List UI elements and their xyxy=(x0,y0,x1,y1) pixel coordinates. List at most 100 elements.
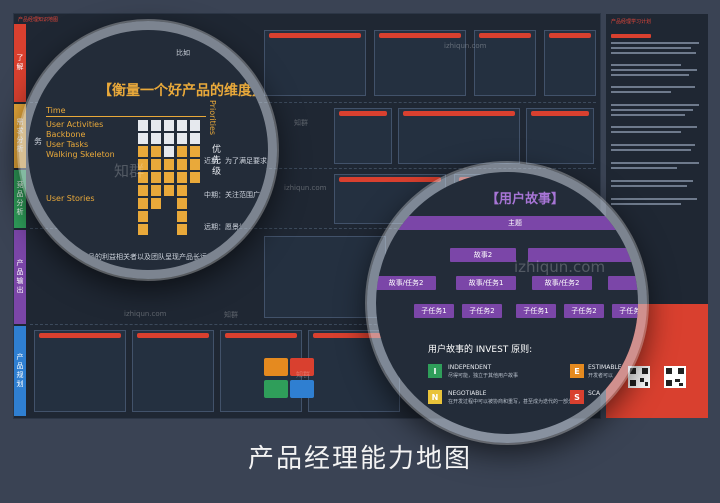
side-label: 务 xyxy=(34,137,42,146)
sidebar-text-line xyxy=(611,198,697,200)
sidebar-text-line xyxy=(611,91,671,93)
subtask-box: 子任务2 xyxy=(462,304,502,318)
sidebar-text-line xyxy=(611,162,699,164)
story-card xyxy=(138,159,148,170)
axis-level-3: 级 xyxy=(212,167,222,177)
invest-name-s: SCA xyxy=(588,390,601,397)
lens-bottom-text: 给产品的利益相关者以及团队呈现产品长远发展的构思，便于 xyxy=(74,253,263,261)
content-tile xyxy=(264,30,366,96)
task-box: 故事/任务1 xyxy=(456,276,516,290)
story-card xyxy=(164,133,174,144)
page-caption: 产品经理能力地图 xyxy=(247,444,472,474)
watermark: 知群 xyxy=(296,371,310,379)
label-backbone: Backbone xyxy=(46,130,86,139)
story-card xyxy=(138,211,148,222)
story-card xyxy=(151,133,161,144)
story-card xyxy=(177,120,187,131)
lane-divider xyxy=(30,324,596,325)
sidebar-text-line xyxy=(611,64,681,66)
content-tile xyxy=(34,330,126,412)
color-block xyxy=(290,358,314,376)
color-block xyxy=(264,358,288,376)
label-user-stories: User Stories xyxy=(46,194,95,203)
story-card xyxy=(138,224,148,235)
story-card xyxy=(177,172,187,183)
magnifier-lens-product-dimensions: 【衡量一个好产品的维度】 比如 Priorities 优 先 级 Time 务 … xyxy=(28,30,268,270)
sidebar-text-line xyxy=(611,86,695,88)
subtask-box: 子任务1 xyxy=(516,304,556,318)
lens-watermark: 知群 xyxy=(114,162,145,180)
sidebar-text-line xyxy=(611,74,689,76)
story-card xyxy=(138,172,148,183)
story-card xyxy=(138,198,148,209)
invest-letter-e: E xyxy=(570,364,584,378)
axis-level-2: 先 xyxy=(212,156,222,166)
content-tile xyxy=(334,108,392,164)
content-tile xyxy=(544,30,596,96)
story-card xyxy=(164,172,174,183)
watermark: izhiqun.com xyxy=(284,184,327,192)
sidebar-text-line xyxy=(611,52,696,54)
story-box: 故事2 xyxy=(450,248,516,262)
label-walking-skeleton: Walking Skeleton xyxy=(46,150,115,159)
subtask-box: 子任务1 xyxy=(414,304,454,318)
lens-topright-text: 比如 xyxy=(176,49,190,57)
story-card xyxy=(164,159,174,170)
sidebar-text-line xyxy=(611,180,693,182)
lens-title: 【用户故事】 xyxy=(486,192,565,207)
content-tile xyxy=(374,30,466,96)
invest-desc-n: 在开发过程中可以被协商和重写，甚至成为迭代的一部分 xyxy=(448,399,574,405)
story-card xyxy=(151,120,161,131)
board-header: 产品经理知识地图 xyxy=(18,17,59,23)
magnifier-lens-user-story: 【用户故事】 主题 故事2 故事/任务2 故事/任务1 故事/任务2 子任务1 … xyxy=(376,172,638,434)
sidebar-text-line xyxy=(611,47,691,49)
lane-divider xyxy=(30,168,596,169)
sidebar-text-line xyxy=(611,104,699,106)
content-tile xyxy=(220,330,302,412)
story-box xyxy=(528,248,638,262)
band-product-planning: 产品规划 xyxy=(14,326,26,416)
invest-name-n: NEGOTIABLE xyxy=(448,390,487,397)
axis-level-1: 优 xyxy=(212,145,222,155)
color-block xyxy=(264,380,288,398)
band-understand: 了解 xyxy=(14,24,26,102)
band-competitor-analysis: 竞品分析 xyxy=(14,170,26,228)
content-tile xyxy=(398,108,520,164)
sidebar-text-line xyxy=(611,149,691,151)
invest-letter-n: N xyxy=(428,390,442,404)
watermark: izhiqun.com xyxy=(444,42,487,50)
qr-code-icon xyxy=(664,366,686,388)
sidebar-text-line xyxy=(611,144,695,146)
content-tile xyxy=(132,330,214,412)
band-requirement-analysis: 需求分析 xyxy=(14,104,26,168)
sidebar-heading-bar xyxy=(611,34,651,38)
band-product-output: 产品输出 xyxy=(14,230,26,324)
invest-name-i: INDEPENDENT xyxy=(448,364,492,371)
story-card xyxy=(138,185,148,196)
sidebar-text-line xyxy=(611,69,697,71)
invest-desc-e: 开发者可以 xyxy=(588,373,614,379)
invest-letter-i: I xyxy=(428,364,442,378)
story-card xyxy=(138,146,148,157)
story-card xyxy=(138,133,148,144)
story-card xyxy=(190,120,200,131)
story-card xyxy=(164,185,174,196)
sidebar-text-line xyxy=(611,114,685,116)
sidebar-text-line xyxy=(611,126,697,128)
task-box: 故事/任务2 xyxy=(532,276,592,290)
task-box: 故事/任务2 xyxy=(376,276,436,290)
invest-name-e: ESTIMABLE xyxy=(588,364,622,371)
watermark: izhiqun.com xyxy=(124,310,167,318)
story-card xyxy=(138,120,148,131)
subtask-box: 子任务2 xyxy=(564,304,604,318)
sidebar-text-line xyxy=(611,203,681,205)
watermark: 知群 xyxy=(224,311,238,319)
lane-divider xyxy=(30,228,596,229)
story-card xyxy=(190,159,200,170)
sidebar-text-line xyxy=(611,131,681,133)
sidebar-text-line xyxy=(611,109,693,111)
content-tile xyxy=(264,236,386,318)
story-card xyxy=(151,185,161,196)
story-card xyxy=(177,146,187,157)
watermark: 知群 xyxy=(294,119,308,127)
